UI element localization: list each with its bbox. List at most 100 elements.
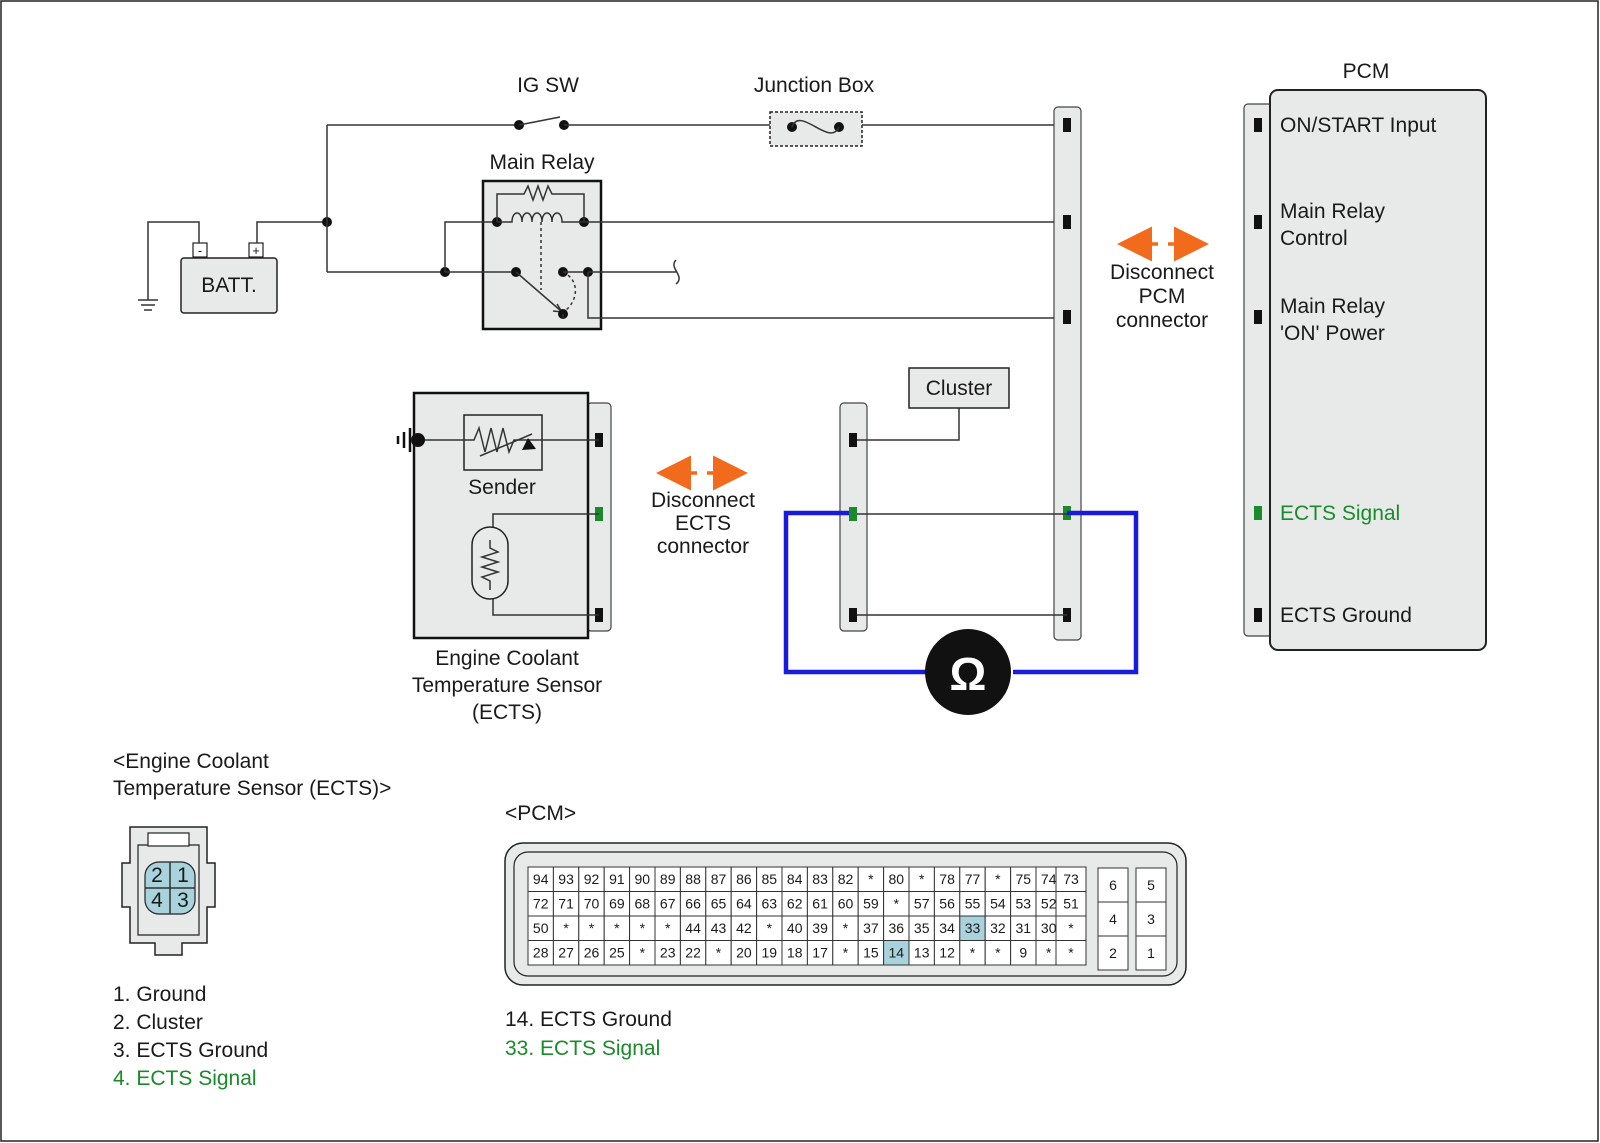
pcm-pin-number: * bbox=[563, 920, 569, 936]
pcm-pin-number: 3 bbox=[1147, 911, 1155, 927]
ohmmeter-icon bbox=[925, 629, 1011, 715]
pcm-pin-cell bbox=[629, 940, 656, 966]
pcm-pin-cell bbox=[578, 940, 605, 966]
pcm-pin-number: 83 bbox=[812, 871, 828, 887]
pcm-pin-cell bbox=[527, 940, 554, 966]
meter-lead-wire bbox=[783, 510, 1139, 675]
ects-legend-item: 2. Cluster bbox=[113, 1011, 203, 1034]
pcm-pin-number: * bbox=[970, 945, 976, 961]
pcm-pin-number: 14 bbox=[889, 945, 905, 961]
pcm-pin-number: * bbox=[995, 945, 1001, 961]
pcm-pin-cell bbox=[527, 915, 554, 941]
pcm-pin-number: 19 bbox=[762, 945, 778, 961]
pcm-pin-number: * bbox=[1068, 945, 1074, 961]
pcm-pin-number: 63 bbox=[762, 896, 778, 912]
pcm-pin-number: 78 bbox=[939, 871, 955, 887]
pcm-pin-mark bbox=[1254, 118, 1262, 132]
pcm-pin-number: 42 bbox=[736, 920, 752, 936]
pcm-pin-number: 4 bbox=[1109, 911, 1117, 927]
pcm-pin-number: * bbox=[640, 945, 646, 961]
pcm-pin-number: 12 bbox=[939, 945, 955, 961]
pcm-pin-number: 51 bbox=[1063, 896, 1079, 912]
ects-sensor-line: Temperature Sensor bbox=[412, 674, 602, 697]
pcm-pin-cell bbox=[705, 915, 732, 941]
pcm-pin-cell bbox=[730, 915, 758, 941]
pcm-pin-number: 17 bbox=[812, 945, 828, 961]
battery bbox=[180, 257, 278, 314]
pcm-pin-cell bbox=[679, 915, 707, 941]
pcm-pin-number: 37 bbox=[863, 920, 879, 936]
pcm-pin-number: 31 bbox=[1016, 920, 1032, 936]
pcm-pin-number: 18 bbox=[787, 945, 803, 961]
pcm-pin-cell bbox=[984, 891, 1012, 917]
pcm-pin-cell bbox=[857, 915, 885, 941]
pcm-pin-number: 84 bbox=[787, 871, 803, 887]
pcm-pin-number: 86 bbox=[736, 871, 752, 887]
ohm-symbol: Ω bbox=[950, 648, 987, 700]
pcm-pin-cell bbox=[552, 940, 580, 966]
pcm-pin-number: 9 bbox=[1019, 945, 1027, 961]
pcm-pin-number: 25 bbox=[609, 945, 625, 961]
pcm-pin-number: 91 bbox=[609, 871, 625, 887]
pcm-pin-number: 44 bbox=[685, 920, 701, 936]
pcm-pin-number: 87 bbox=[711, 871, 727, 887]
ects-pin-number: 4 bbox=[151, 889, 163, 912]
pcm-pin-number: * bbox=[1046, 945, 1052, 961]
pcm-pin-number: 92 bbox=[584, 871, 600, 887]
pcm-pin-label: ECTS Ground bbox=[1280, 604, 1412, 627]
pcm-pin-cell bbox=[1097, 901, 1129, 937]
pcm-pin-number: * bbox=[716, 945, 722, 961]
pcm-pin-number: 2 bbox=[1109, 945, 1117, 961]
pcm-pin-number: 43 bbox=[711, 920, 727, 936]
pcm-pin-label: Main Relay bbox=[1280, 295, 1386, 318]
pcm-pin-number: 15 bbox=[863, 945, 879, 961]
pcm-pin-number: 57 bbox=[914, 896, 930, 912]
pcm-pin-number: * bbox=[919, 871, 925, 887]
pcm-pin-number: 94 bbox=[533, 871, 549, 887]
battery-minus-label: - bbox=[198, 243, 202, 258]
pcm-pin-cell bbox=[933, 915, 961, 941]
disconnect-ects-line: ECTS bbox=[675, 512, 731, 535]
pcm-pin-label: 'ON' Power bbox=[1280, 322, 1385, 345]
pcm-pin-number: * bbox=[843, 945, 849, 961]
pcm-pin-number: * bbox=[589, 920, 595, 936]
disconnect-ects-line: connector bbox=[657, 535, 749, 558]
pcm-pin-cell bbox=[806, 940, 834, 966]
pcm-pin-cell bbox=[883, 866, 910, 892]
pcm-pin-cell bbox=[1135, 901, 1167, 937]
pcm-pin-number: 74 bbox=[1041, 871, 1057, 887]
pcm-pin-number: * bbox=[665, 920, 671, 936]
pcm-pin-cell bbox=[756, 891, 783, 917]
pcm-pin-number: * bbox=[614, 920, 620, 936]
pcm-pin-number: 28 bbox=[533, 945, 549, 961]
pcm-pin-number: 89 bbox=[660, 871, 676, 887]
ects-title-line: Temperature Sensor (ECTS)> bbox=[113, 777, 391, 800]
sender-label: Sender bbox=[468, 476, 536, 499]
disconnect-pcm-line: PCM bbox=[1139, 285, 1186, 308]
pcm-pin-number: 34 bbox=[939, 920, 955, 936]
cluster-label: Cluster bbox=[926, 377, 993, 400]
ects-title-line: <Engine Coolant bbox=[113, 750, 269, 773]
pcm-pin-number: 85 bbox=[762, 871, 778, 887]
battery-label: BATT. bbox=[201, 274, 257, 297]
pcm-pin-number: 40 bbox=[787, 920, 803, 936]
junction-box-label: Junction Box bbox=[754, 74, 875, 97]
cluster-box bbox=[908, 367, 1010, 409]
battery-plus-label: + bbox=[252, 243, 260, 258]
pcm-pin-number: 36 bbox=[889, 920, 905, 936]
pcm-pin-number: 50 bbox=[533, 920, 549, 936]
pcm-pin-cell bbox=[984, 866, 1012, 892]
pcm-pin-cell bbox=[832, 891, 859, 917]
pcm-pin-cell bbox=[908, 891, 935, 917]
ects-sensor-line: (ECTS) bbox=[472, 701, 542, 724]
pcm-pin-cell bbox=[527, 866, 554, 892]
ects-connector-face bbox=[121, 826, 216, 956]
pcm-pin-number: 56 bbox=[939, 896, 955, 912]
pcm-pin-number: * bbox=[868, 871, 874, 887]
pcm-pin-number: 93 bbox=[558, 871, 574, 887]
pcm-pin-number: 22 bbox=[685, 945, 701, 961]
pcm-pin-cell bbox=[908, 940, 935, 966]
pcm-pin-number: 20 bbox=[736, 945, 752, 961]
